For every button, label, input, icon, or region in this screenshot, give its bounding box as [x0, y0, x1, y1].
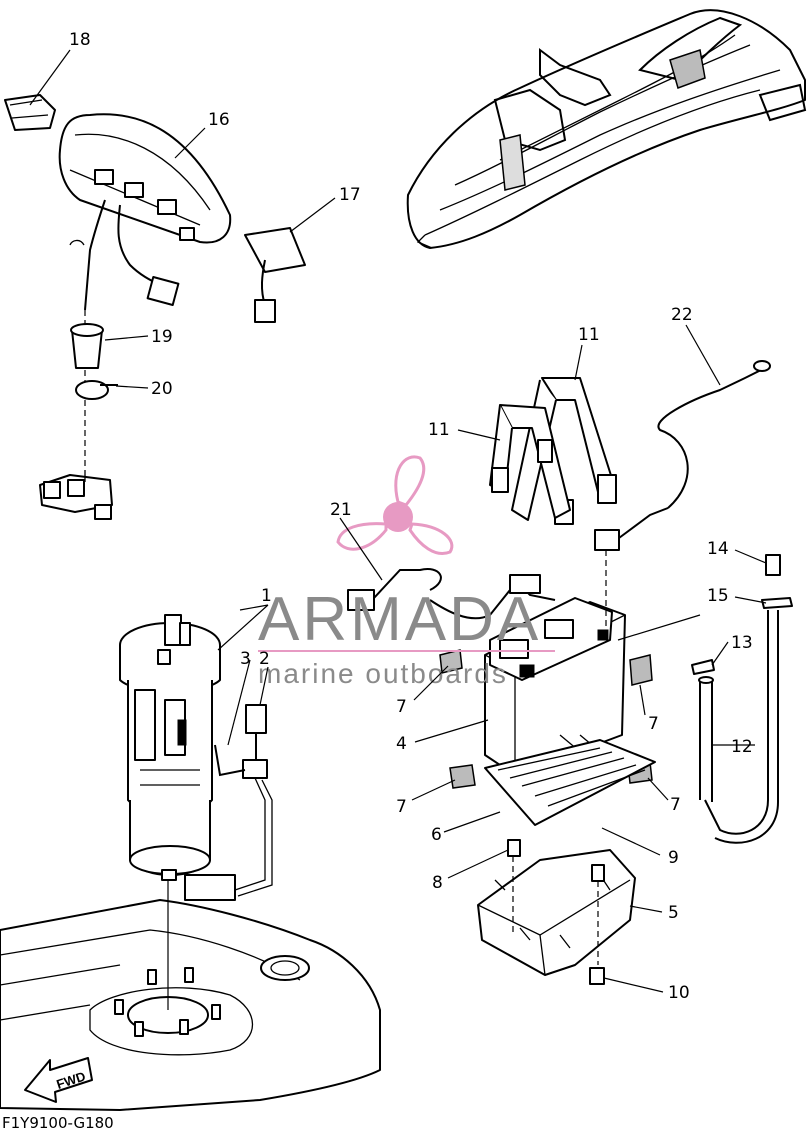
callout-1: 1 [261, 586, 272, 606]
callout-8: 8 [432, 873, 443, 893]
battery-box-5 [477, 839, 636, 985]
fuel-tank-illustration [0, 880, 381, 1111]
meter-assembly [4, 94, 306, 323]
callout-14: 14 [707, 539, 729, 559]
callout-7-upper-left: 7 [396, 697, 407, 717]
callout-2: 2 [259, 649, 270, 669]
callout-5: 5 [668, 903, 679, 923]
callout-4: 4 [396, 734, 407, 754]
fuel-pump-harness [184, 704, 273, 901]
watermark: ARMADA marine outboards [258, 455, 555, 689]
callout-3: 3 [240, 649, 251, 669]
battery-tray-pad-6 [484, 739, 656, 826]
callout-leaders [29, 49, 767, 993]
watermark-brand: ARMADA [258, 585, 541, 654]
callout-17: 17 [339, 185, 361, 205]
callout-9: 9 [668, 848, 679, 868]
callout-11-lower: 11 [428, 420, 450, 440]
watermark-hub [383, 502, 413, 532]
breather-hose-12 [617, 554, 793, 844]
battery-4 [484, 574, 626, 776]
battery-cables [347, 360, 771, 640]
callout-15: 15 [707, 586, 729, 606]
callout-7-upper-right: 7 [648, 714, 659, 734]
propeller-blade-top [394, 455, 426, 507]
battery-pads-7 [439, 649, 653, 789]
watermark-tagline: marine outboards [258, 658, 508, 689]
callout-19: 19 [151, 327, 173, 347]
fuel-pump-assembly [119, 614, 221, 881]
callout-12: 12 [731, 737, 753, 757]
callout-13: 13 [731, 633, 753, 653]
drawing-code: F1Y9100-G180 [2, 1114, 114, 1131]
grommet-and-clamp [70, 310, 118, 470]
battery-band-11 [489, 377, 617, 525]
callout-7-lower-right: 7 [670, 795, 681, 815]
callout-22: 22 [671, 305, 693, 325]
callout-18: 18 [69, 30, 91, 50]
callout-10: 10 [668, 983, 690, 1003]
wiring-connector-block [39, 470, 113, 520]
propeller-blade-right [408, 522, 454, 555]
watercraft-illustration [406, 9, 807, 249]
callout-20: 20 [151, 379, 173, 399]
callout-21: 21 [330, 500, 352, 520]
callout-labels: 18 16 17 19 20 1 3 2 21 11 11 22 7 7 4 7… [69, 30, 753, 1003]
callout-16: 16 [208, 110, 230, 130]
callout-6: 6 [431, 825, 442, 845]
callout-11-upper: 11 [578, 325, 600, 345]
callout-7-lower-left: 7 [396, 797, 407, 817]
propeller-blade-left [336, 522, 388, 551]
